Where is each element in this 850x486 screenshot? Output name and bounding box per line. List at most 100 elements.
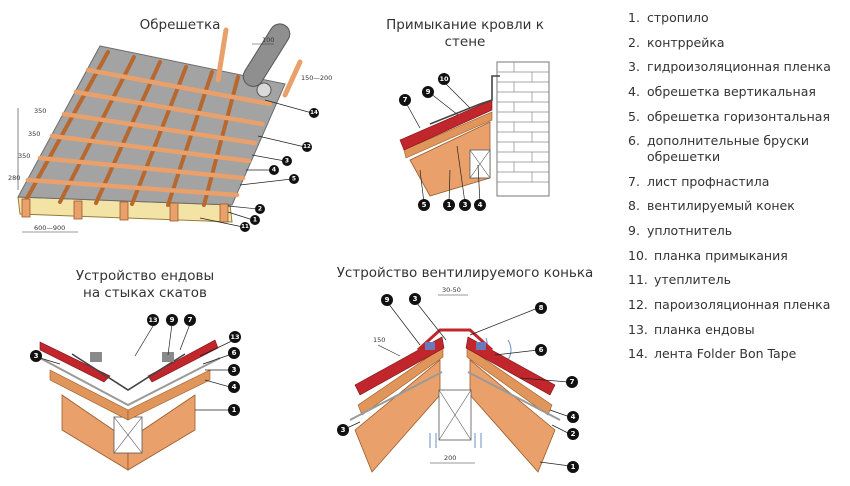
callout-bubble [255,204,265,214]
counter-batten [24,50,110,202]
brick-joints [497,62,549,183]
dimension-lines [17,43,274,233]
legend-number: 1. [628,10,640,25]
legend-item: 13.планка ендовы [628,322,843,338]
callout-bubble [269,165,279,175]
callout-4: 4 [272,167,276,174]
rafter-end [119,201,129,221]
legend-number: 14. [628,346,648,362]
legend-item: 1. стропило [628,10,843,26]
horizontal-batten [25,177,240,198]
legend-item: 11.утеплитель [628,272,843,288]
leader-line [404,100,421,129]
leader-line [227,205,259,210]
valley-seal [162,352,174,362]
callout-10: 10 [439,75,449,83]
callout-bubble [228,404,240,416]
ridge-batten-right [466,346,553,416]
callout-bubble [337,424,349,436]
callout-bubble [228,347,240,359]
rafter-end [169,202,179,222]
valley-roof-sheet-left [39,341,111,383]
callout-2: 2 [571,430,576,438]
valley-seal [90,352,102,362]
callouts-wall: 10 9 7 5 1 3 4 [399,73,486,211]
callout-bubble [567,428,579,440]
callout-bubble [474,199,486,211]
dim-600-900: 600—900 [34,224,65,232]
title-valley: Устройство ендовы на стыках скатов [40,268,250,302]
callout-bubble [438,73,450,85]
leader-line [346,421,361,429]
callout-3-right: 3 [232,366,237,374]
valley-roof-sheet-right [147,339,219,383]
legend-number: 13. [628,321,648,337]
counter-batten [130,65,188,206]
callout-bubble [443,199,455,211]
dim-350-b: 350 [28,130,40,138]
ridge-cap [416,328,494,352]
rafter-ends [21,198,229,223]
legend-text: стропило [647,10,709,25]
callouts-valley: 13 9 7 13 6 3 3 4 1 [30,314,241,416]
callout-bubble [184,314,196,326]
wall-leader-lines [404,81,481,204]
brick-wall [496,61,550,197]
callout-bubble [309,108,319,118]
callout-bubble [418,199,430,211]
legend-number: 6. [628,133,640,149]
callout-bubble [567,411,579,423]
callout-11: 11 [241,224,249,230]
callout-6: 6 [232,349,237,357]
callout-bubble [535,302,547,314]
leader-line [199,217,244,228]
callout-bubble [381,294,393,306]
wall-plate-cross [469,149,491,179]
legend-text: пароизоляционная пленка [654,297,831,313]
horizontal-batten [85,67,273,107]
callout-1: 1 [571,463,576,471]
junction-flashing [429,75,500,125]
ridge-seal [476,342,486,350]
ridge-membrane-left [349,371,443,421]
callout-bubble [166,314,178,326]
valley-leader-lines [39,323,235,411]
membrane-roll [242,23,291,87]
leader-line [239,178,293,186]
title-lathing: Обрешетка [139,17,221,33]
callout-6: 6 [539,346,544,354]
valley-batten-right [127,369,211,421]
legend-number: 3. [628,59,640,75]
legend-text: контррейка [647,34,725,50]
ridge-rafter-left [354,359,441,473]
dim-150-200: 150—200 [301,74,332,82]
valley-beam-cross [113,416,143,454]
legend-number: 12. [628,297,648,313]
callout-3: 3 [463,201,468,209]
legend-text: лист профнастила [647,173,770,189]
leader-line [39,357,61,365]
leader-line [429,92,459,116]
horizontal-batten [49,133,252,164]
callout-3-left: 3 [341,426,346,434]
rafter-end [219,203,229,223]
callout-1: 1 [447,201,452,209]
callouts-ridge: 9 3 8 6 7 4 2 1 3 [337,293,579,473]
callout-9: 9 [385,296,390,304]
leader-line [179,323,191,351]
callout-14: 14 [310,110,318,116]
legend-number: 8. [628,198,640,214]
callout-3: 3 [285,158,289,165]
horizontal-batten [37,155,246,181]
legend-text: гидроизоляционная пленка [647,59,831,75]
horizontal-batten [73,89,265,127]
callout-5: 5 [292,176,296,183]
legend-number: 4. [628,84,640,100]
leader-line [202,353,233,365]
callout-9: 9 [170,316,175,324]
dim-350-c: 350 [18,152,30,160]
legend-text: обрешетка вертикальная [647,84,816,100]
